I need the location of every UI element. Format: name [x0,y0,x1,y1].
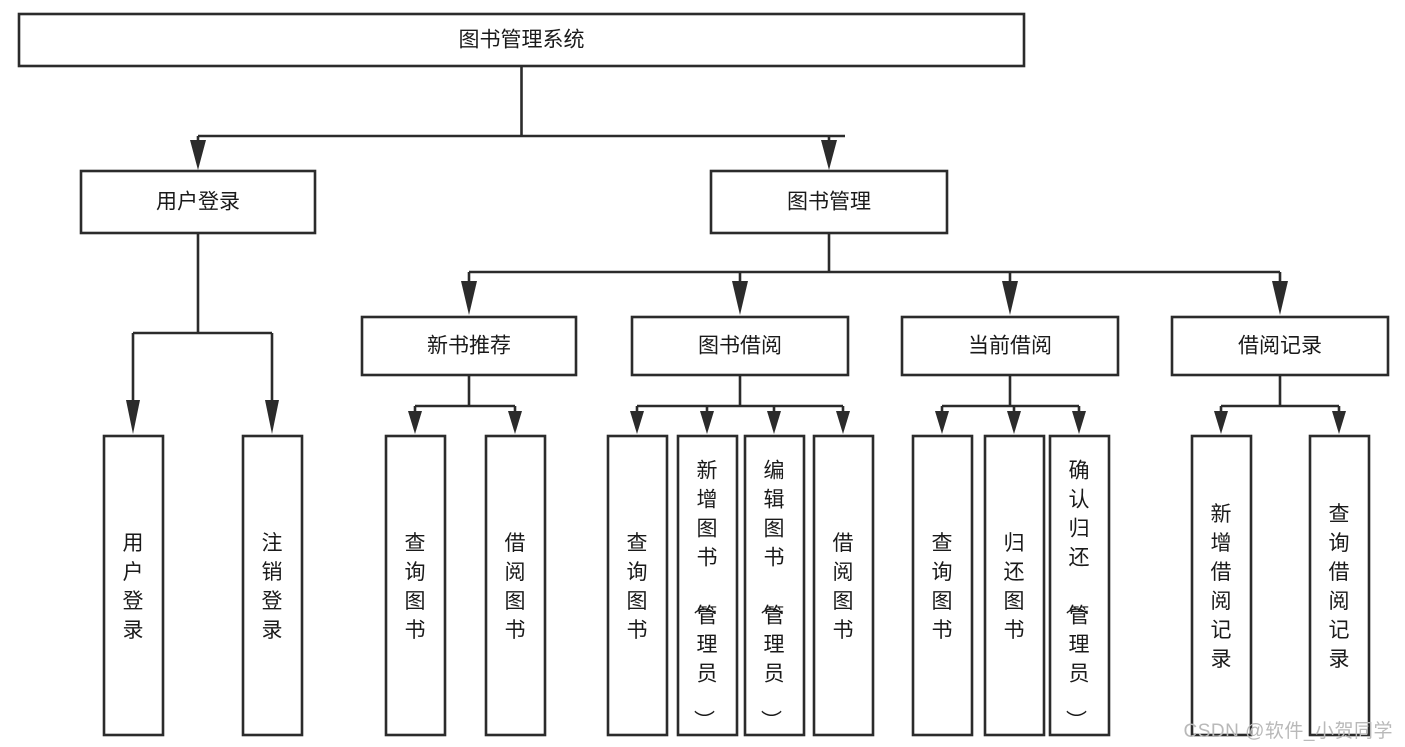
arrow-head-book-manage [821,140,837,170]
node-leaf-borrow-book-2[interactable]: 借阅图书 [812,434,875,737]
node-leaf-query-book-1-label: 查询图书 [405,532,426,642]
node-leaf-query-book-1[interactable]: 查询图书 [384,434,447,737]
node-leaf-add-book-label: 新增图书（管理员） [692,460,718,731]
leaf-layer: 用户登录 注销登录 查询图书 借阅图书 查询图书 新增图书（管理员） [102,434,1371,737]
node-borrow-record-box[interactable] [1170,315,1390,377]
arrow-head-leaf-borrow-book-2 [836,411,850,434]
node-leaf-user-login[interactable]: 用户登录 [102,434,165,737]
node-leaf-query-book-2-box[interactable] [606,434,669,737]
node-leaf-add-record-box[interactable] [1190,434,1253,737]
node-leaf-borrow-book-1-label: 借阅图书 [505,532,526,642]
node-leaf-confirm-return-box[interactable] [1048,434,1111,737]
node-leaf-add-book-box[interactable] [676,434,739,737]
arrow-head-leaf-borrow-book-1 [508,411,522,434]
node-book-manage[interactable]: 图书管理 [709,169,949,235]
arrow-head-leaf-return-book [1007,411,1021,434]
node-leaf-user-login-label: 用户登录 [123,532,144,642]
arrow-head-user-login [190,140,206,170]
node-root[interactable]: 图书管理系统 [17,12,1026,68]
node-user-login-label: 用户登录 [156,191,240,214]
arrow-head-borrow-record [1272,281,1288,315]
node-leaf-query-book-3-label: 查询图书 [932,532,953,642]
node-leaf-edit-book-box[interactable] [743,434,806,737]
arrow-head-leaf-logout [265,400,279,434]
node-leaf-borrow-book-1[interactable]: 借阅图书 [484,434,547,737]
node-borrow-record[interactable]: 借阅记录 [1170,315,1390,377]
node-leaf-edit-book[interactable]: 编辑图书（管理员） [743,434,806,737]
node-root-label: 图书管理系统 [459,29,585,52]
node-leaf-add-book[interactable]: 新增图书（管理员） [676,434,739,737]
node-leaf-query-book-2-label: 查询图书 [627,532,648,642]
node-book-manage-label: 图书管理 [787,191,871,214]
arrow-head-leaf-query-book-2 [630,411,644,434]
connector-layer [126,66,1346,434]
node-leaf-return-book-box[interactable] [983,434,1046,737]
node-leaf-logout-label: 注销登录 [262,532,283,642]
arrow-head-leaf-edit-book [767,411,781,434]
watermark-text: CSDN @软件_小贺同学 [1183,721,1393,742]
node-book-borrow-box[interactable] [630,315,850,377]
node-leaf-query-book-3-box[interactable] [911,434,974,737]
arrow-head-leaf-user-login [126,400,140,434]
node-leaf-return-book-label: 归还图书 [1004,532,1025,642]
node-leaf-query-record[interactable]: 查询借阅记录 [1308,434,1371,737]
node-new-book-rec-box[interactable] [360,315,578,377]
node-leaf-borrow-book-2-label: 借阅图书 [833,532,854,642]
node-new-book-rec-label: 新书推荐 [427,335,511,358]
node-leaf-add-record[interactable]: 新增借阅记录 [1190,434,1253,737]
node-current-borrow[interactable]: 当前借阅 [900,315,1120,377]
node-leaf-query-record-label: 查询借阅记录 [1329,503,1350,671]
arrow-head-current-borrow [1002,281,1018,315]
node-current-borrow-box[interactable] [900,315,1120,377]
node-book-manage-box[interactable] [709,169,949,235]
node-leaf-query-book-1-box[interactable] [384,434,447,737]
node-user-login-box[interactable] [79,169,317,235]
node-user-login[interactable]: 用户登录 [79,169,317,235]
arrow-head-book-borrow [732,281,748,315]
arrow-head-leaf-add-record [1214,411,1228,434]
node-leaf-edit-book-label: 编辑图书（管理员） [759,460,785,731]
node-leaf-user-login-box[interactable] [102,434,165,737]
arrow-head-leaf-confirm-return [1072,411,1086,434]
node-leaf-confirm-return[interactable]: 确认归还（管理员） [1048,434,1111,737]
arrow-head-new-book-rec [461,281,477,315]
node-root-box[interactable] [17,12,1026,68]
node-leaf-borrow-book-1-box[interactable] [484,434,547,737]
node-leaf-borrow-book-2-box[interactable] [812,434,875,737]
node-current-borrow-label: 当前借阅 [968,335,1052,358]
node-leaf-confirm-return-label: 确认归还（管理员） [1064,460,1090,731]
node-book-borrow[interactable]: 图书借阅 [630,315,850,377]
node-new-book-rec[interactable]: 新书推荐 [360,315,578,377]
node-leaf-query-record-box[interactable] [1308,434,1371,737]
node-leaf-return-book[interactable]: 归还图书 [983,434,1046,737]
arrow-head-leaf-query-book-1 [408,411,422,434]
node-leaf-query-book-2[interactable]: 查询图书 [606,434,669,737]
arrow-head-leaf-query-record [1332,411,1346,434]
node-leaf-logout-box[interactable] [241,434,304,737]
node-leaf-logout[interactable]: 注销登录 [241,434,304,737]
node-borrow-record-label: 借阅记录 [1238,335,1322,358]
arrow-head-leaf-add-book [700,411,714,434]
arrow-head-leaf-query-book-3 [935,411,949,434]
node-book-borrow-label: 图书借阅 [698,335,782,358]
node-leaf-query-book-3[interactable]: 查询图书 [911,434,974,737]
node-leaf-add-record-label: 新增借阅记录 [1211,503,1232,671]
